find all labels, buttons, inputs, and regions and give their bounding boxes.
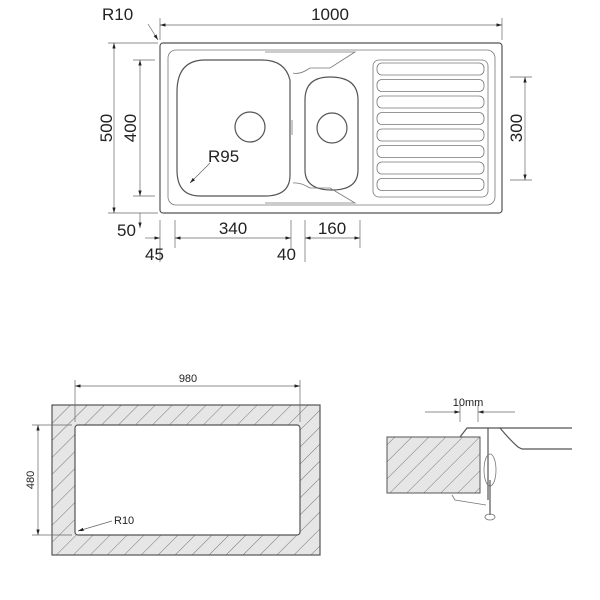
main-drain-hole xyxy=(234,111,266,143)
cutout-opening xyxy=(74,424,301,536)
small-drain-hole xyxy=(316,112,348,144)
label-cutout-height: 480 xyxy=(25,471,37,489)
drainer-groove xyxy=(376,112,485,125)
drainer-groove xyxy=(376,161,485,175)
label-bowl-height: 400 xyxy=(121,114,140,142)
drainer-groove xyxy=(376,79,485,92)
r95-leader xyxy=(189,162,211,184)
label-cutout-radius: R10 xyxy=(114,515,134,527)
drainer-area xyxy=(372,59,489,198)
label-drainer-height: 300 xyxy=(507,114,526,142)
label-length: 1000 xyxy=(311,5,349,24)
drainer-groove xyxy=(376,178,485,191)
sink-outline xyxy=(159,42,503,214)
drainer-groove xyxy=(376,128,485,142)
drainer-grooves xyxy=(376,62,485,191)
label-small-bowl-width: 160 xyxy=(318,219,346,238)
label-width: 500 xyxy=(97,114,116,142)
label-bowl-gap: 40 xyxy=(277,245,296,264)
label-front-margin: 50 xyxy=(117,221,136,240)
drainer-groove xyxy=(376,62,485,76)
label-overlap: 10mm xyxy=(453,397,484,409)
sink-rim xyxy=(167,49,496,206)
countertop-section xyxy=(386,436,481,494)
drainer-groove xyxy=(376,95,485,109)
label-side-margin: 45 xyxy=(145,245,164,264)
label-r10: R10 xyxy=(102,5,133,24)
sink-top-view xyxy=(147,23,503,214)
bottom-channel xyxy=(265,182,357,204)
screw-head xyxy=(484,513,496,521)
main-bowl xyxy=(176,59,291,197)
label-main-bowl-width: 340 xyxy=(219,219,247,238)
mounting-section-view xyxy=(386,405,572,521)
top-dimensions xyxy=(108,18,532,262)
top-channel xyxy=(265,51,357,74)
r10-leader xyxy=(147,23,159,41)
drainer-groove xyxy=(376,145,485,158)
small-bowl xyxy=(304,76,359,191)
cutout-view xyxy=(32,380,321,556)
label-cutout-width: 980 xyxy=(179,373,197,385)
label-r95: R95 xyxy=(208,147,239,166)
